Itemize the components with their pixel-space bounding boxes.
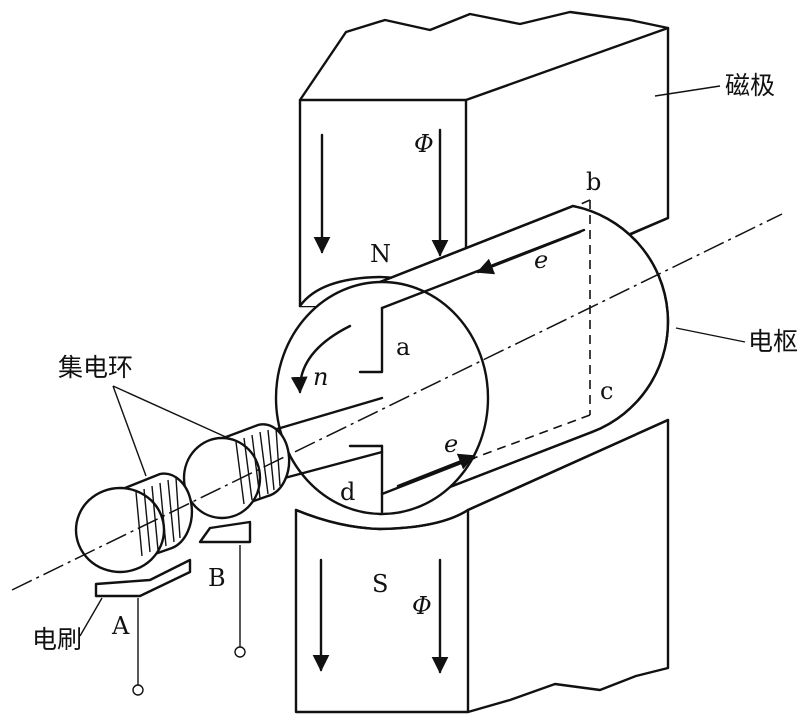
terminal-a-node [132,684,144,696]
leader-slip-ring-b [112,385,229,439]
label-emf-bottom: e [444,430,458,458]
leader-lines [79,85,746,637]
label-brush: 电刷 [32,625,82,654]
terminal-b-node [234,646,246,658]
leader-armature [675,327,746,343]
label-rotation: n [313,363,328,391]
label-flux-top: Φ [414,130,434,158]
rotation-arrow [290,324,352,394]
slip-ring-b [182,423,291,658]
leader-brush [79,597,103,637]
leader-magnetic-pole [654,85,721,97]
armature-coil [290,199,591,514]
south-pole [294,418,670,714]
leader-slip-ring-a [112,385,147,477]
label-flux-bottom: Φ [412,592,432,620]
rotation-axis [11,213,783,591]
label-corner-d: d [340,478,355,506]
label-north: N [370,240,391,268]
coil-side-a [358,306,384,374]
label-corner-a: a [396,333,410,361]
emf-arrow-bottom [396,453,476,488]
emf-arrow-top [476,230,582,275]
label-south: S [372,570,388,598]
label-corner-c: c [600,377,613,405]
label-emf-top: e [534,246,548,274]
label-terminal-b: B [208,564,226,592]
label-corner-b: b [586,168,601,196]
ring-b-knurling [235,427,281,505]
slip-ring-a [74,472,194,696]
label-magnetic-pole: 磁极 [725,71,775,100]
label-armature: 电枢 [748,327,798,356]
label-slip-rings: 集电环 [58,353,133,382]
ring-a-knurling [135,477,181,557]
label-terminal-a: A [111,612,130,640]
